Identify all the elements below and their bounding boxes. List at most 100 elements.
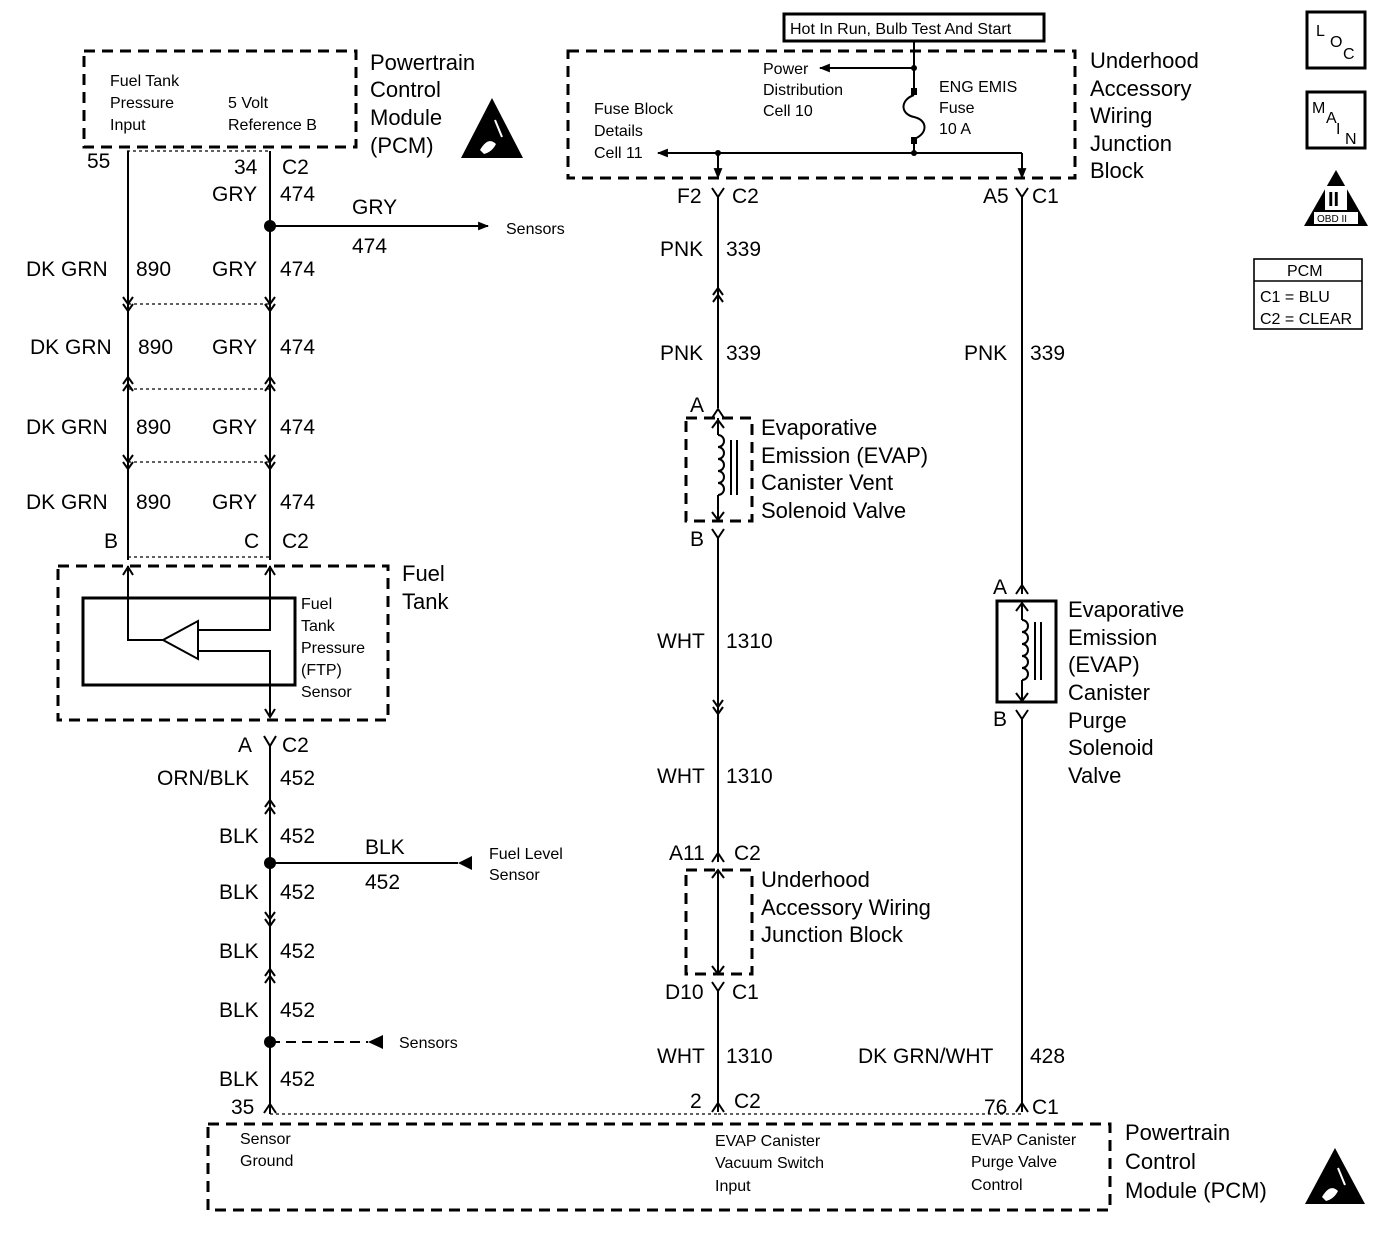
ftp-sensor-line2: Tank xyxy=(301,618,336,635)
vent-valve-pin-b: B xyxy=(690,528,704,551)
ftp-sensor[interactable]: Fuel Tank Pressure (FTP) Sensor xyxy=(81,565,365,719)
branch-color: GRY xyxy=(352,196,397,219)
purge-valve-line7: Valve xyxy=(1068,763,1121,788)
hot-in-run-box: Hot In Run, Bulb Test And Start xyxy=(782,12,1046,43)
gry-circuit-2: 474 xyxy=(280,258,315,281)
gry-label-2: GRY xyxy=(212,258,257,281)
fuel-tank-pin-b: B xyxy=(104,530,118,553)
fuel-level-arrow xyxy=(458,856,472,870)
blk-label-2: BLK xyxy=(219,881,259,904)
wire-wht-1310[interactable] xyxy=(712,538,724,1112)
pcm-bottom-title-2: Control xyxy=(1125,1149,1196,1174)
purge-valve-line5: Purge xyxy=(1068,708,1127,733)
fuel-tank-conn-c2-bottom: C2 xyxy=(282,734,309,757)
gry-circuit-1: 474 xyxy=(280,183,315,206)
connector-a-c2 xyxy=(263,735,277,748)
purge-valve-line3: (EVAP) xyxy=(1068,652,1140,677)
blk-circuit-5: 452 xyxy=(280,1068,315,1091)
pcm-top-pin-55: 55 xyxy=(87,150,110,173)
purge-out-color: DK GRN/WHT xyxy=(858,1045,993,1068)
uajb2-pin-d10: D10 xyxy=(665,981,704,1004)
grn-label-2: DK GRN xyxy=(30,336,112,359)
branch-dest: Sensors xyxy=(506,221,565,238)
main-m: M xyxy=(1312,100,1325,117)
wire-pnk-339-vent[interactable] xyxy=(712,197,724,408)
sensors-arrow xyxy=(368,1035,383,1049)
main-n: N xyxy=(1345,131,1357,148)
fuse-block-line3: Cell 11 xyxy=(594,145,643,162)
uajb-top-title-4: Junction xyxy=(1090,131,1172,156)
eng-emis-fuse[interactable] xyxy=(902,41,926,153)
esd-warning-icon-bottom xyxy=(1305,1148,1365,1204)
wire-gry-474[interactable] xyxy=(264,151,276,560)
uajb-top-title-3: Wiring xyxy=(1090,103,1152,128)
uajb-conn-c1: C1 xyxy=(1032,185,1059,208)
uajb-middle-module[interactable] xyxy=(684,868,754,976)
wht-circuit-2: 1310 xyxy=(726,765,773,788)
grn-circuit-4: 890 xyxy=(136,491,171,514)
pcm-top-input1-line3: Input xyxy=(110,117,146,134)
pcm-bottom-input1-line2: Ground xyxy=(240,1153,293,1170)
pcm-table-row-c1: C1 = BLU xyxy=(1260,289,1330,306)
pcm-bottom-input1-line1: Sensor xyxy=(240,1131,291,1148)
uajb2-conn-c2: C2 xyxy=(734,842,761,865)
blk-circuit-2: 452 xyxy=(280,881,315,904)
main-symbol[interactable]: M A I N xyxy=(1305,90,1367,150)
loc-symbol[interactable]: L O C xyxy=(1305,10,1367,70)
pcm-table-row-c2: C2 = CLEAR xyxy=(1260,311,1352,328)
pcm-bottom-module[interactable]: Sensor Ground EVAP Canister Vacuum Switc… xyxy=(206,1120,1267,1212)
fuel-tank-title-2: Tank xyxy=(402,589,449,614)
loc-o: O xyxy=(1330,34,1342,51)
fuse-line3: 10 A xyxy=(939,121,971,138)
uajb-top-module[interactable]: Underhood Accessory Wiring Junction Bloc… xyxy=(566,48,1199,183)
wht-label-2: WHT xyxy=(657,765,705,788)
orn-blk-circuit: 452 xyxy=(280,767,315,790)
purge-solenoid-valve[interactable] xyxy=(995,599,1058,704)
pcm-top-pin-34: 34 xyxy=(234,156,258,179)
blk-circuit-1: 452 xyxy=(280,825,315,848)
fuse-line1: ENG EMIS xyxy=(939,79,1017,96)
gry-label-1: GRY xyxy=(212,183,257,206)
fuel-level-line1: Fuel Level xyxy=(489,846,563,863)
main-i: I xyxy=(1336,121,1340,138)
power-dist-line1: Power xyxy=(763,61,809,78)
pcm-top-input2-line2: Reference B xyxy=(228,117,317,134)
purge-valve-line6: Solenoid xyxy=(1068,735,1154,760)
uajb2-line3: Junction Block xyxy=(761,922,904,947)
fuse-block-line1: Fuse Block xyxy=(594,101,674,118)
vent-solenoid-valve[interactable] xyxy=(684,416,754,523)
fuel-tank-title-1: Fuel xyxy=(402,561,445,586)
pcm-top-input2-line1: 5 Volt xyxy=(228,95,269,112)
fuel-tank-module[interactable]: Fuel Tank xyxy=(56,561,449,722)
pcm-bottom-pin-76: 76 xyxy=(984,1096,1007,1119)
purge-valve-line2: Emission xyxy=(1068,625,1157,650)
obd-ii-icon: II OBD II xyxy=(1304,170,1368,226)
uajb-conn-c2: C2 xyxy=(732,185,759,208)
pcm-top-module[interactable]: Fuel Tank Pressure Input 5 Volt Referenc… xyxy=(82,49,475,158)
purge-valve-pin-b: B xyxy=(993,708,1007,731)
uajb2-conn-c1: C1 xyxy=(732,981,759,1004)
vent-valve-line3: Canister Vent xyxy=(761,470,893,495)
fuel-tank-pin-c: C xyxy=(244,530,259,553)
uajb2-pin-a11: A11 xyxy=(669,842,705,865)
ftp-sensor-line1: Fuel xyxy=(301,596,332,613)
wire-ground-452[interactable] xyxy=(264,746,276,1114)
pcm-bottom-input2-line2: Vacuum Switch xyxy=(715,1155,824,1172)
main-a: A xyxy=(1326,110,1337,127)
ground-sensors-label: Sensors xyxy=(399,1035,458,1052)
wht-circuit-1: 1310 xyxy=(726,630,773,653)
wire-dk-grn-890[interactable] xyxy=(122,151,134,560)
gry-label-5: GRY xyxy=(212,491,257,514)
uajb-top-title-1: Underhood xyxy=(1090,48,1199,73)
gry-label-3: GRY xyxy=(212,336,257,359)
pcm-bottom-conn-c2: C2 xyxy=(734,1090,761,1113)
hot-in-run-text: Hot In Run, Bulb Test And Start xyxy=(790,21,1012,38)
gry-circuit-3: 474 xyxy=(280,336,315,359)
fuel-level-circuit: 452 xyxy=(365,871,400,894)
grn-label-4: DK GRN xyxy=(26,491,108,514)
purge-out-circuit: 428 xyxy=(1030,1045,1065,1068)
loc-l: L xyxy=(1316,23,1325,40)
pcm-top-conn-c2: C2 xyxy=(282,156,309,179)
fuel-level-line2: Sensor xyxy=(489,867,540,884)
